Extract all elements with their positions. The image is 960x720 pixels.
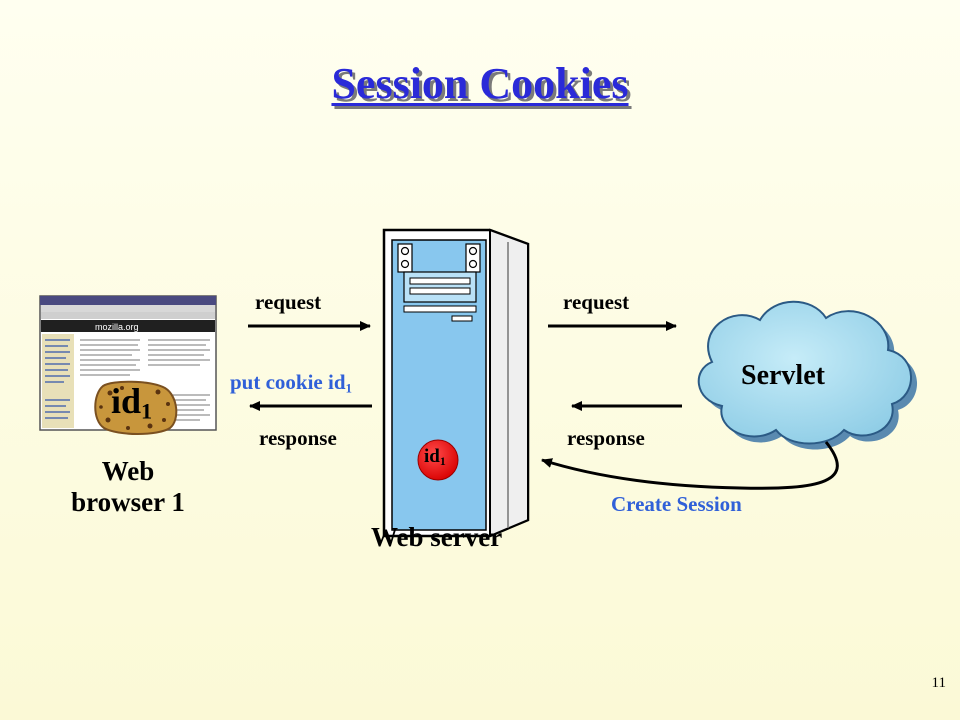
cookie-label: id1: [111, 381, 153, 424]
servlet-label: Servlet: [741, 360, 825, 391]
slide-number: 11: [931, 675, 946, 691]
right-response-label: response: [567, 426, 645, 450]
web-server-tower: [382, 228, 530, 538]
server-badge-label: id1: [424, 446, 446, 468]
cookie-icon: [94, 380, 178, 435]
web-browser-window: mozilla.org: [39, 295, 217, 431]
left-response-label: response: [259, 426, 337, 450]
create-session-label: Create Session: [611, 492, 742, 516]
web-browser-label: Web browser 1: [71, 456, 185, 517]
slide-title: Session Cookies: [331, 59, 629, 108]
right-request-label: request: [563, 290, 630, 314]
web-server-label: Web server: [371, 522, 503, 552]
server-session-badge: [417, 439, 459, 481]
servlet-cloud: [697, 300, 918, 450]
put-cookie-label: put cookie id1: [230, 370, 353, 396]
left-request-label: request: [255, 290, 322, 314]
create-session-arrow: [541, 441, 839, 490]
browser-site-logo: mozilla.org: [95, 322, 139, 332]
